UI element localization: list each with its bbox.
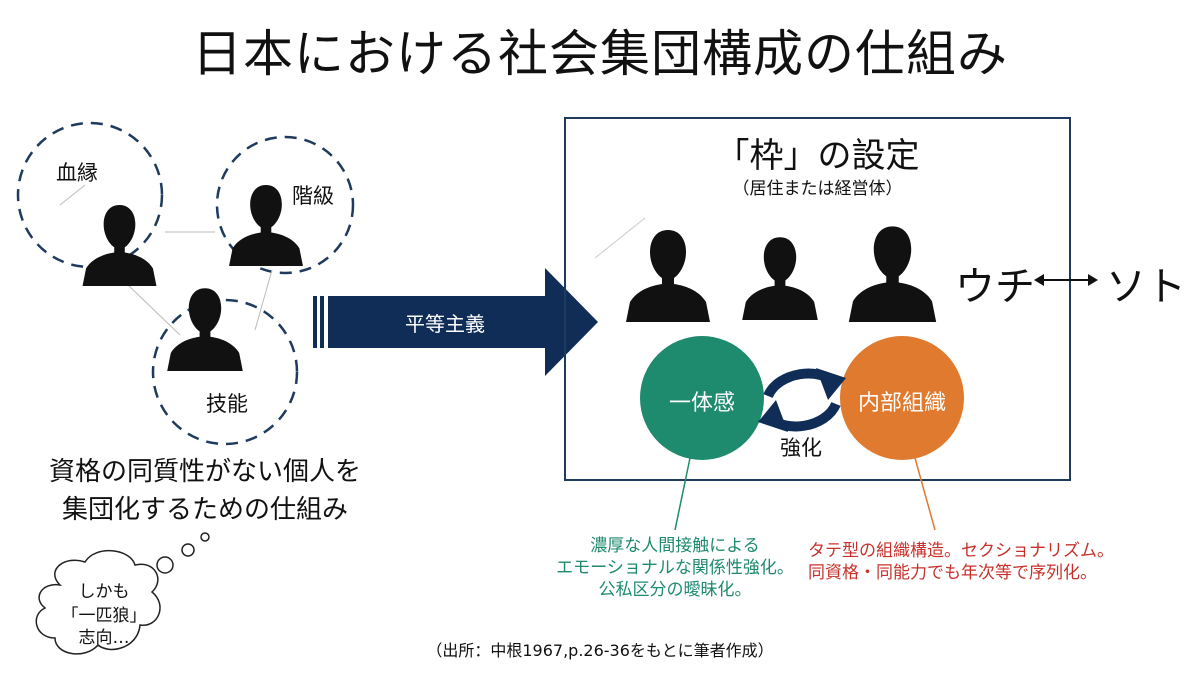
arrow-stripe [320,296,324,348]
green-note-line-2: エモーショナルな関係性強化。 [556,558,794,578]
unity-circle [640,336,764,460]
thought-dot-icon [200,532,210,542]
connector-line [59,184,86,206]
arrow-stripe [313,296,317,348]
green-note-line-3: 公私区分の曖昧化。 [598,580,752,600]
class-circle [215,135,355,275]
description-line-2: 集団化するための仕組み [61,495,348,525]
red-note-line-2: 同資格・同能力でも年次等で序列化。 [808,563,1097,583]
skill-circle [151,298,299,446]
class-label: 階級 [292,184,334,208]
person-icon [82,205,157,286]
skill-label: 技能 [206,392,248,416]
qualification-cluster [16,121,355,446]
arrow-label: 平等主義 [405,312,485,336]
strengthen-label: 強化 [780,436,822,460]
description-line-1: 資格の同質性がない個人を [48,457,361,487]
uchi-label: ウチ [955,264,1035,310]
thought-line-2: 「一匹狼」 [61,606,147,626]
thought-line-3: 志向… [78,628,130,648]
source-note: （出所：中根1967,p.26-36をもとに筆者作成） [426,641,774,660]
frame-accent-line [594,217,646,259]
green-leader-line [674,457,691,531]
green-note-line-1: 濃厚な人間接触による [590,536,760,556]
internal-org-label: 内部組織 [857,391,946,416]
red-note-line-1: タテ型の組織構造。セクショナリズム。 [808,541,1114,561]
internal-org-circle [840,336,964,460]
orange-leader-line [914,457,936,531]
thought-dot-icon [181,543,195,557]
person-icon [626,230,710,322]
thought-bubble [35,532,210,655]
unity-label: 一体感 [668,391,735,416]
uchi-soto-arrow [1034,274,1098,286]
person-icon [848,226,937,322]
frame-box [564,117,1071,481]
connector-line [127,284,181,336]
cloud-shape [35,549,161,655]
thought-line-1: しかも [78,582,130,602]
blood-circle [16,121,164,269]
equality-arrow [313,268,598,376]
cycle-arrows-icon [758,368,846,432]
arrow-body [328,268,598,376]
thought-dot-icon [156,556,174,574]
soto-label: ソト [1106,264,1186,310]
blood-label: 血縁 [56,161,98,185]
frame-title: 「枠」の設定 [715,136,920,176]
connector-line [254,269,273,331]
frame-subtitle: （居住または経営体） [732,179,903,199]
person-icon [742,237,818,320]
page-title: 日本における社会集団構成の仕組み [192,25,1008,83]
